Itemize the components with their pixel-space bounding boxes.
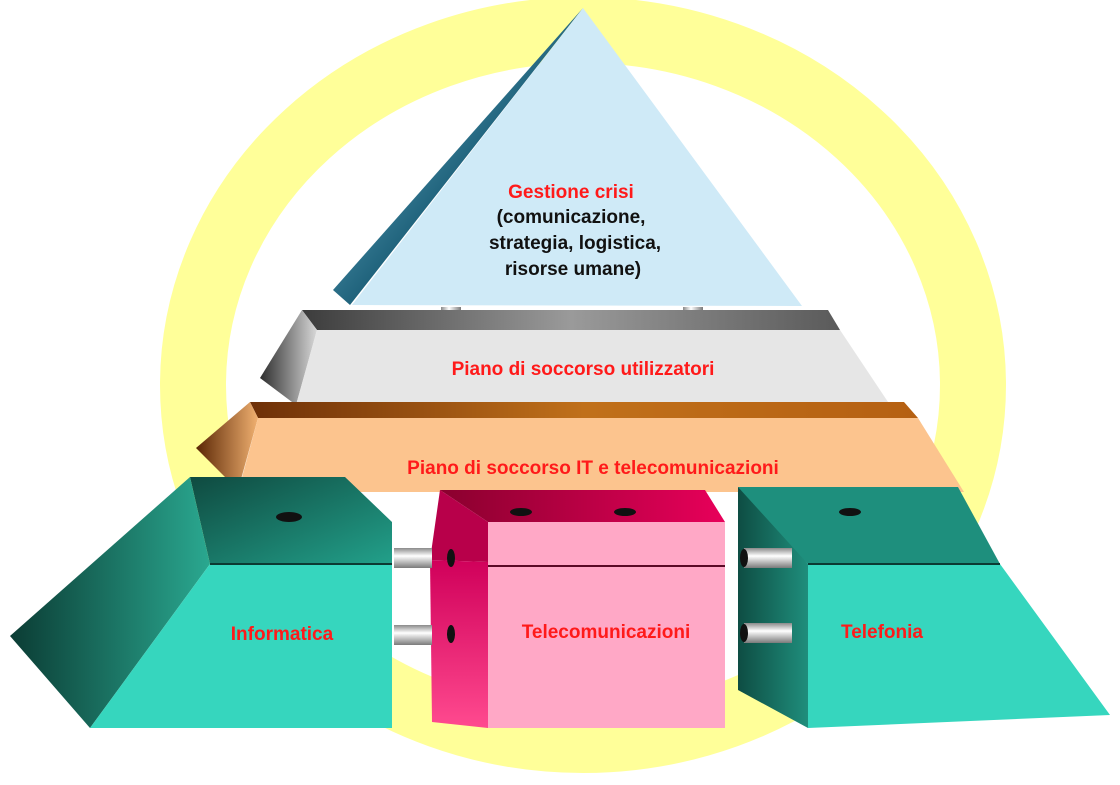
- it-telecom-recovery-plan-label: Piano di soccorso IT e telecomunicazioni: [407, 458, 779, 479]
- pyramid-front-face: [352, 8, 802, 306]
- pipe-socket: [276, 512, 302, 522]
- telecom-top: [440, 490, 725, 522]
- telefonia-top: [738, 487, 1000, 564]
- grey-slab-front: [296, 330, 890, 405]
- pipe-socket: [614, 508, 636, 516]
- informatica-block: [10, 477, 392, 728]
- informatica-front: [90, 564, 392, 728]
- telefonia-block: [738, 487, 1110, 728]
- telefonia-side: [738, 487, 808, 728]
- pyramid-label: Gestione crisi (comunicazione, strategia…: [489, 182, 661, 280]
- informatica-side: [10, 477, 210, 728]
- telefonia-front: [808, 564, 1110, 728]
- pipe-socket: [510, 508, 532, 516]
- informatica-label: Informatica: [231, 624, 334, 645]
- pipe-socket: [447, 549, 455, 567]
- user-recovery-plan-slab: [260, 310, 890, 405]
- pipe: [394, 625, 432, 645]
- pipe: [394, 548, 432, 568]
- user-recovery-plan-label: Piano di soccorso utilizzatori: [452, 359, 715, 380]
- pyramid-detail-line-3: risorse umane): [505, 259, 641, 280]
- it-telecom-recovery-plan-slab: [196, 402, 964, 492]
- pyramid-detail-line-1: (comunicazione,: [497, 207, 646, 228]
- telecomunicazioni-label: Telecomunicazioni: [522, 622, 691, 643]
- telecom-front: [488, 522, 725, 728]
- orange-slab-top: [250, 402, 918, 418]
- grey-slab-side: [260, 310, 317, 405]
- pipe-socket: [447, 625, 455, 643]
- orange-slab-front: [238, 418, 964, 492]
- orange-slab-side: [196, 402, 258, 490]
- pipe: [744, 623, 792, 643]
- pipe-socket: [740, 624, 748, 642]
- telecomunicazioni-block: [430, 490, 725, 728]
- pipe-socket: [839, 508, 861, 516]
- pipe: [744, 548, 792, 568]
- pyramid-shadow-face: [333, 8, 583, 305]
- telefonia-label: Telefonia: [841, 622, 923, 643]
- pyramid-title: Gestione crisi: [508, 182, 634, 203]
- telecom-left-face: [430, 560, 488, 728]
- pipe-socket: [740, 549, 748, 567]
- pipes-horizontal: [394, 548, 792, 645]
- telecom-side: [430, 490, 488, 562]
- pyramid-detail-line-2: strategia, logistica,: [489, 233, 661, 254]
- grey-slab-top: [302, 310, 840, 330]
- crisis-management-pyramid: [333, 8, 802, 306]
